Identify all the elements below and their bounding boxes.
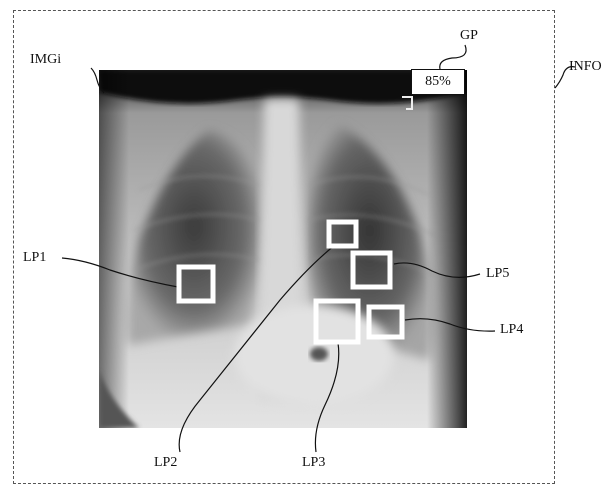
image-label: IMGi [30, 52, 61, 68]
probability-box: 85% [411, 69, 465, 95]
leader-lp4 [405, 319, 495, 331]
lp3-label: LP3 [302, 455, 325, 471]
leader-gp [440, 45, 466, 69]
lp1-label: LP1 [23, 250, 46, 266]
lesion-box-lp3 [316, 301, 358, 342]
lesion-box-lp4 [369, 307, 402, 337]
gp-label: GP [460, 28, 478, 44]
leader-lp5 [394, 263, 480, 277]
info-label: INFO [569, 59, 602, 75]
leader-lp3 [315, 343, 338, 452]
lesion-box-lp1 [179, 267, 213, 301]
leader-lp2 [179, 245, 335, 452]
leader-image [91, 68, 104, 93]
lp4-label: LP4 [500, 322, 523, 338]
lesion-box-lp5 [353, 253, 390, 287]
lp5-label: LP5 [486, 266, 509, 282]
lp2-label: LP2 [154, 455, 177, 471]
lesion-box-lp2 [329, 222, 356, 246]
probability-value: 85% [425, 74, 451, 89]
leader-lp1 [62, 258, 178, 287]
